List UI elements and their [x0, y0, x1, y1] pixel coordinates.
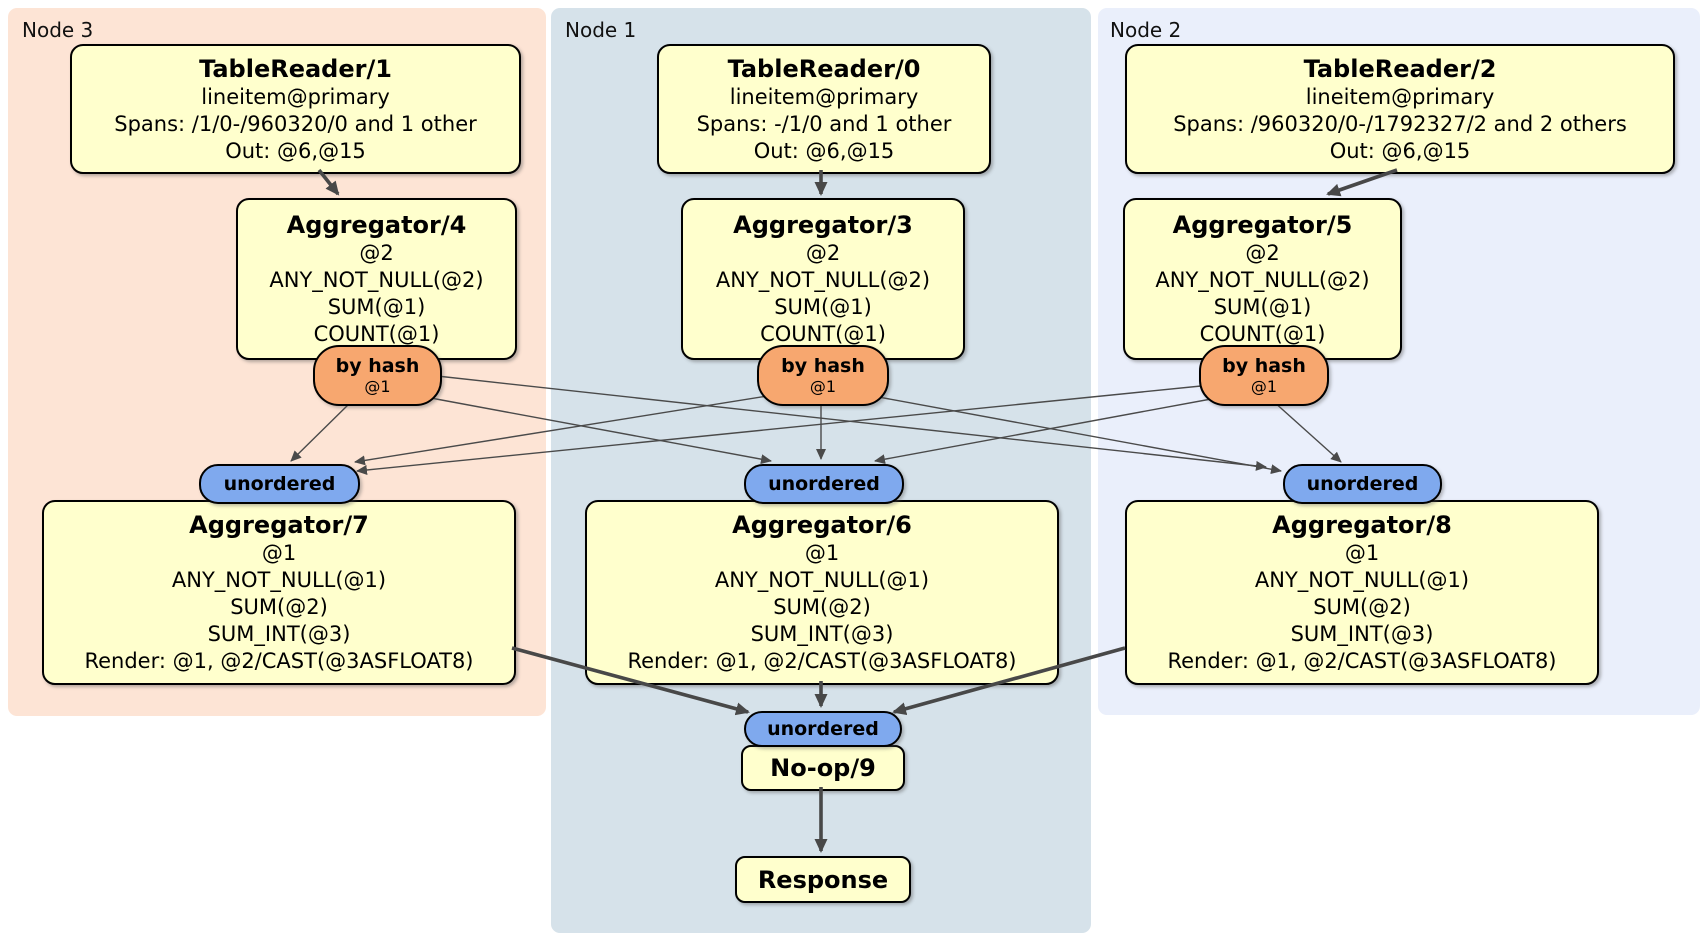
processor-title: TableReader/2 — [1303, 54, 1497, 83]
region-label-node-1: Node 1 — [565, 18, 637, 42]
processor-detail: Render: @1, @2/CAST(@3ASFLOAT8) — [1167, 649, 1557, 673]
router-by-hash-node-1: by hash @1 — [757, 345, 889, 406]
processor-title: Aggregator/8 — [1272, 511, 1452, 539]
processor-detail: Render: @1, @2/CAST(@3ASFLOAT8) — [627, 649, 1017, 673]
processor-aggregator-4: Aggregator/4 @2 ANY_NOT_NULL(@2) SUM(@1)… — [236, 198, 517, 360]
processor-detail: @2 — [1245, 241, 1280, 265]
router-label: by hash — [1222, 355, 1306, 377]
sync-unordered-node-1: unordered — [744, 464, 904, 504]
processor-detail: SUM(@2) — [1313, 595, 1411, 619]
region-label-node-3: Node 3 — [22, 18, 94, 42]
processor-detail: ANY_NOT_NULL(@1) — [171, 568, 387, 592]
sync-label: unordered — [768, 473, 880, 495]
processor-no-op-9: No-op/9 — [741, 745, 905, 791]
processor-detail: Out: @6,@15 — [753, 138, 895, 163]
sync-unordered-node-3: unordered — [199, 464, 360, 504]
processor-detail: SUM(@1) — [1213, 295, 1312, 319]
sync-label: unordered — [1306, 473, 1419, 495]
processor-title: Aggregator/7 — [189, 511, 369, 539]
sync-unordered-node-2: unordered — [1283, 464, 1442, 504]
processor-detail: Out: @6,@15 — [1329, 138, 1471, 163]
processor-detail: lineitem@primary — [1305, 84, 1495, 109]
router-label: by hash — [335, 355, 420, 377]
processor-aggregator-3: Aggregator/3 @2 ANY_NOT_NULL(@2) SUM(@1)… — [681, 198, 965, 360]
processor-detail: @1 — [804, 541, 840, 565]
processor-detail: lineitem@primary — [729, 84, 919, 109]
processor-aggregator-7: Aggregator/7 @1 ANY_NOT_NULL(@1) SUM(@2)… — [42, 500, 516, 685]
processor-detail: COUNT(@1) — [313, 322, 440, 346]
processor-detail: @2 — [805, 241, 841, 265]
processor-detail: Spans: /1/0-/960320/0 and 1 other — [114, 111, 477, 136]
processor-title: Response — [757, 865, 889, 894]
processor-detail: ANY_NOT_NULL(@1) — [714, 568, 930, 592]
router-hash-columns: @1 — [1250, 377, 1278, 396]
processor-detail: COUNT(@1) — [1199, 322, 1326, 346]
processor-detail: @2 — [359, 241, 394, 265]
sync-label: unordered — [767, 718, 879, 740]
processor-detail: @1 — [1344, 541, 1380, 565]
processor-aggregator-8: Aggregator/8 @1 ANY_NOT_NULL(@1) SUM(@2)… — [1125, 500, 1599, 685]
processor-detail: SUM(@1) — [327, 295, 426, 319]
router-label: by hash — [781, 355, 865, 377]
processor-title: Aggregator/5 — [1172, 211, 1353, 239]
processor-detail: ANY_NOT_NULL(@2) — [715, 268, 931, 292]
processor-detail: ANY_NOT_NULL(@2) — [269, 268, 484, 292]
processor-detail: SUM(@2) — [773, 595, 871, 619]
processor-tablereader-1: TableReader/1 lineitem@primary Spans: /1… — [70, 44, 521, 174]
processor-detail: SUM_INT(@3) — [750, 622, 894, 646]
processor-title: Aggregator/6 — [732, 511, 912, 539]
processor-detail: SUM_INT(@3) — [1290, 622, 1434, 646]
processor-title: TableReader/1 — [199, 54, 392, 83]
processor-title: No-op/9 — [770, 754, 876, 782]
processor-title: TableReader/0 — [727, 54, 921, 83]
processor-detail: Out: @6,@15 — [225, 138, 366, 163]
processor-detail: Render: @1, @2/CAST(@3ASFLOAT8) — [84, 649, 474, 673]
processor-detail: SUM_INT(@3) — [207, 622, 351, 646]
processor-tablereader-2: TableReader/2 lineitem@primary Spans: /9… — [1125, 44, 1675, 174]
sync-label: unordered — [223, 473, 336, 495]
processor-detail: COUNT(@1) — [760, 322, 886, 346]
router-by-hash-node-2: by hash @1 — [1199, 345, 1329, 406]
processor-detail: ANY_NOT_NULL(@2) — [1155, 268, 1370, 292]
router-hash-columns: @1 — [364, 377, 391, 396]
processor-title: Aggregator/4 — [286, 211, 467, 239]
processor-response: Response — [735, 856, 911, 903]
processor-detail: SUM(@1) — [774, 295, 872, 319]
processor-title: Aggregator/3 — [733, 211, 913, 239]
processor-detail: @1 — [261, 541, 297, 565]
processor-detail: SUM(@2) — [230, 595, 328, 619]
processor-detail: ANY_NOT_NULL(@1) — [1254, 568, 1470, 592]
processor-aggregator-5: Aggregator/5 @2 ANY_NOT_NULL(@2) SUM(@1)… — [1123, 198, 1402, 360]
router-by-hash-node-3: by hash @1 — [313, 345, 442, 406]
processor-detail: lineitem@primary — [201, 84, 390, 109]
processor-aggregator-6: Aggregator/6 @1 ANY_NOT_NULL(@1) SUM(@2)… — [585, 500, 1059, 685]
processor-detail: Spans: -/1/0 and 1 other — [696, 111, 952, 136]
processor-detail: Spans: /960320/0-/1792327/2 and 2 others — [1173, 111, 1627, 136]
sync-unordered-final: unordered — [744, 711, 902, 747]
router-hash-columns: @1 — [809, 377, 837, 396]
processor-tablereader-0: TableReader/0 lineitem@primary Spans: -/… — [657, 44, 991, 174]
region-label-node-2: Node 2 — [1110, 18, 1182, 42]
